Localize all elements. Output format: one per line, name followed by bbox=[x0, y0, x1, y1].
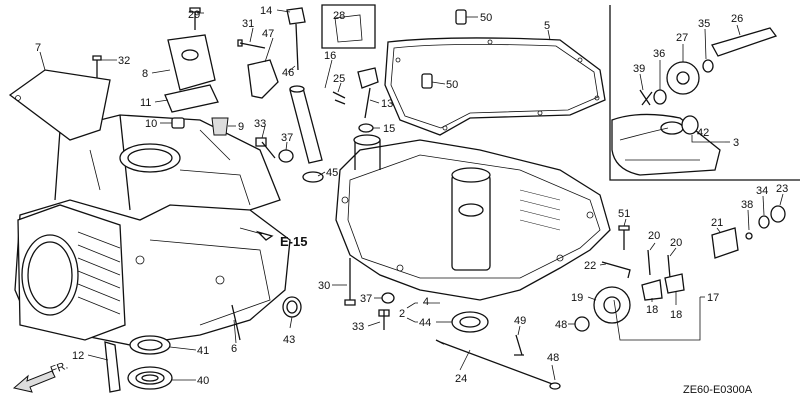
label-13: 13 bbox=[381, 98, 393, 110]
label-31: 31 bbox=[242, 18, 254, 30]
reference-label: E-15 bbox=[280, 234, 307, 249]
label-2: 2 bbox=[399, 308, 405, 320]
label-50a: 50 bbox=[480, 12, 492, 24]
label-7: 7 bbox=[35, 42, 41, 54]
label-3: 3 bbox=[733, 137, 739, 149]
label-16: 16 bbox=[324, 50, 336, 62]
label-49: 49 bbox=[514, 315, 526, 327]
label-46: 46 bbox=[282, 67, 294, 79]
label-48b: 48 bbox=[555, 319, 567, 331]
label-48a: 48 bbox=[547, 352, 559, 364]
label-18a: 18 bbox=[646, 304, 658, 316]
label-33b: 33 bbox=[352, 321, 364, 333]
label-11: 11 bbox=[140, 97, 151, 109]
label-34: 34 bbox=[756, 185, 768, 197]
label-45: 45 bbox=[326, 167, 338, 179]
label-42: 42 bbox=[697, 127, 709, 139]
crankcase-cover bbox=[335, 134, 611, 301]
label-37b: 37 bbox=[360, 293, 372, 305]
label-39: 39 bbox=[633, 63, 645, 75]
label-24: 24 bbox=[455, 373, 467, 385]
label-50b: 50 bbox=[446, 79, 458, 91]
label-28: 28 bbox=[333, 10, 345, 22]
label-26: 26 bbox=[731, 13, 743, 25]
label-47: 47 bbox=[262, 28, 274, 40]
label-25: 25 bbox=[333, 73, 345, 85]
label-5: 5 bbox=[544, 20, 550, 32]
front-direction-arrow bbox=[12, 370, 56, 393]
part-labels: 7 32 8 11 10 9 29 31 47 46 14 28 16 25 1… bbox=[35, 5, 788, 387]
inset-box bbox=[609, 5, 800, 181]
label-36: 36 bbox=[653, 48, 665, 60]
label-30: 30 bbox=[318, 280, 330, 292]
label-14: 14 bbox=[260, 5, 272, 17]
label-22: 22 bbox=[584, 260, 596, 272]
label-40: 40 bbox=[197, 375, 209, 387]
leader-lines bbox=[39, 9, 784, 381]
label-35: 35 bbox=[698, 18, 710, 30]
front-label: FR. bbox=[49, 359, 70, 376]
crankcase-gasket bbox=[384, 37, 606, 136]
label-21: 21 bbox=[711, 217, 723, 229]
label-44: 44 bbox=[419, 317, 431, 329]
label-15: 15 bbox=[383, 123, 395, 135]
label-8: 8 bbox=[142, 68, 148, 80]
label-4: 4 bbox=[423, 296, 429, 308]
label-43: 43 bbox=[283, 334, 295, 346]
label-51: 51 bbox=[618, 208, 630, 220]
label-32: 32 bbox=[118, 55, 130, 67]
label-19: 19 bbox=[571, 292, 583, 304]
label-23: 23 bbox=[776, 183, 788, 195]
diagram-code: ZE60-E0300A bbox=[683, 384, 753, 396]
label-20a: 20 bbox=[648, 230, 660, 242]
label-29: 29 bbox=[188, 9, 200, 21]
label-41: 41 bbox=[197, 345, 209, 357]
small-parts bbox=[8, 4, 786, 393]
label-27: 27 bbox=[676, 32, 688, 44]
label-10: 10 bbox=[145, 118, 157, 130]
label-18b: 18 bbox=[670, 309, 682, 321]
label-6: 6 bbox=[231, 343, 237, 355]
label-9: 9 bbox=[238, 121, 244, 133]
label-38: 38 bbox=[741, 199, 753, 211]
cylinder-block bbox=[14, 114, 291, 346]
label-37a: 37 bbox=[281, 132, 293, 144]
label-20b: 20 bbox=[670, 237, 682, 249]
label-12: 12 bbox=[72, 350, 84, 362]
reference-arrow bbox=[239, 227, 274, 241]
label-33a: 33 bbox=[254, 118, 266, 130]
label-17: 17 bbox=[707, 292, 719, 304]
